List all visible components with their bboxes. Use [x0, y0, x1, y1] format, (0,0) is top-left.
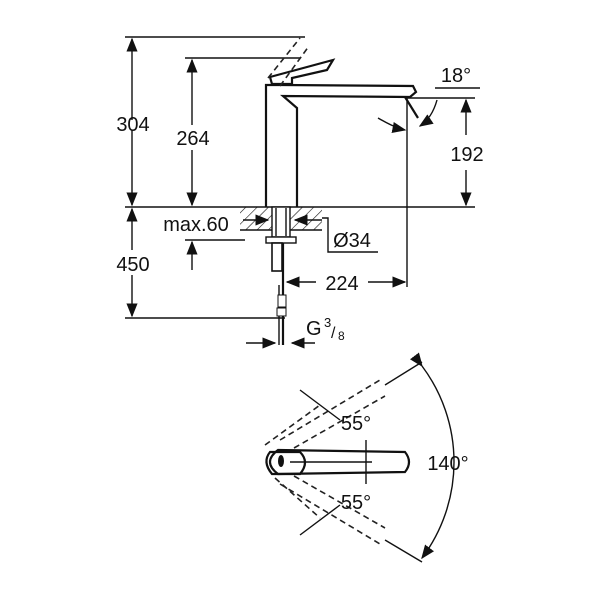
outlet-height-label: 192 [450, 144, 483, 166]
thread-size-label: G 3 / 8 [306, 315, 345, 343]
outlet-angle-label: 18° [441, 65, 471, 87]
thread-main: G [306, 318, 322, 340]
angle-up-label: 55° [341, 413, 371, 435]
thread-numerator: 3 [324, 315, 331, 330]
svg-text:/: / [331, 325, 336, 342]
reference-lines [125, 36, 480, 319]
hole-diameter-label: Ø34 [333, 230, 371, 252]
max-thickness-label: max.60 [163, 214, 229, 236]
total-angle-label: 140° [427, 453, 468, 475]
total-height-label: 304 [116, 114, 149, 136]
reach-label: 224 [325, 273, 358, 295]
faucet-side-view [264, 37, 419, 345]
spout-height-label: 264 [176, 128, 209, 150]
thread-denominator: 8 [338, 329, 345, 343]
faucet-top-view [264, 352, 455, 563]
angle-down-label: 55° [341, 492, 371, 514]
hose-length-label: 450 [116, 254, 149, 276]
dimension-arrows [126, 37, 472, 349]
